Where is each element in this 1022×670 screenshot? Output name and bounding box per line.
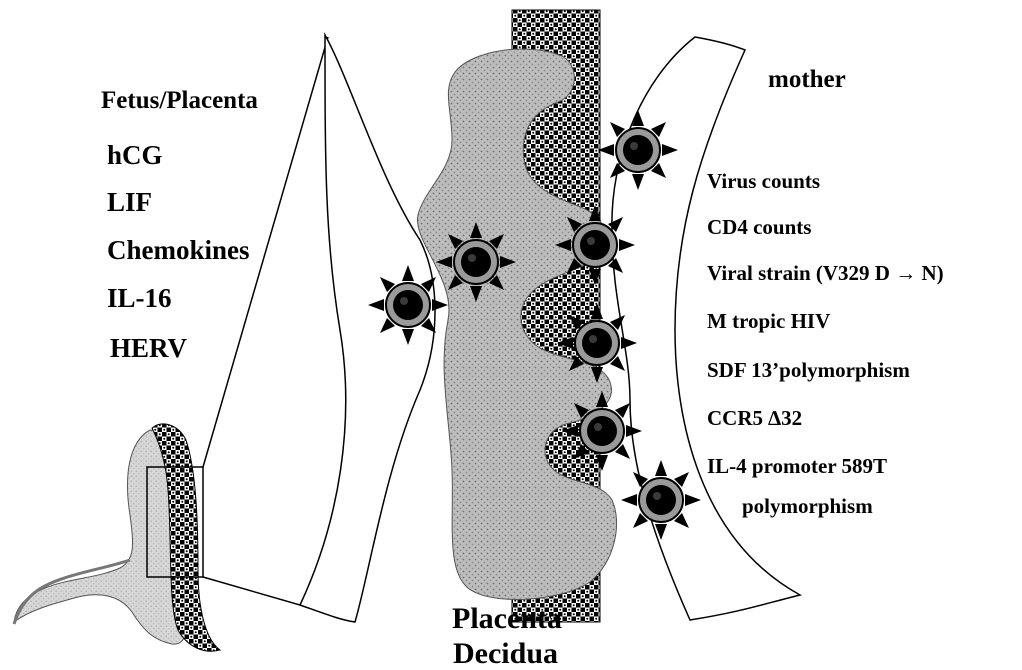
fetal-compartment (300, 35, 435, 622)
virus-particle-icon (557, 303, 637, 383)
fetus-illustration (14, 430, 187, 644)
virus-particle-icon (555, 205, 635, 285)
factor-il4-polymorphism: polymorphism (742, 496, 873, 517)
fetus-placenta-heading: Fetus/Placenta (101, 88, 258, 113)
factor-hcg: hCG (107, 142, 163, 169)
factor-il16: IL-16 (107, 285, 172, 312)
factor-m-tropic-hiv: M tropic HIV (707, 311, 830, 332)
virus-particle-icon (436, 222, 516, 302)
factor-sdf-polymorphism: SDF 13’polymorphism (707, 360, 910, 381)
fetus-silhouette-icon (14, 430, 187, 644)
decidua-label: Decidua (453, 639, 558, 669)
factor-viral-strain: Viral strain (V329 D → N) (707, 263, 944, 284)
mother-heading: mother (768, 67, 846, 92)
placenta-label: Placenta (452, 604, 562, 634)
virus-particle-icon (621, 460, 701, 540)
virus-particle-icon (598, 110, 678, 190)
factor-il4-promoter: IL-4 promoter 589T (707, 456, 887, 477)
factor-lif: LIF (107, 189, 152, 216)
factor-cd4-counts: CD4 counts (707, 217, 811, 238)
virus-particle-icon (368, 265, 448, 345)
factor-herv: HERV (110, 335, 187, 362)
factor-ccr5: CCR5 ∆32 (707, 408, 802, 429)
virus-particle-icon (562, 391, 642, 471)
factor-chemokines: Chemokines (107, 237, 250, 264)
factor-virus-counts: Virus counts (707, 171, 820, 192)
